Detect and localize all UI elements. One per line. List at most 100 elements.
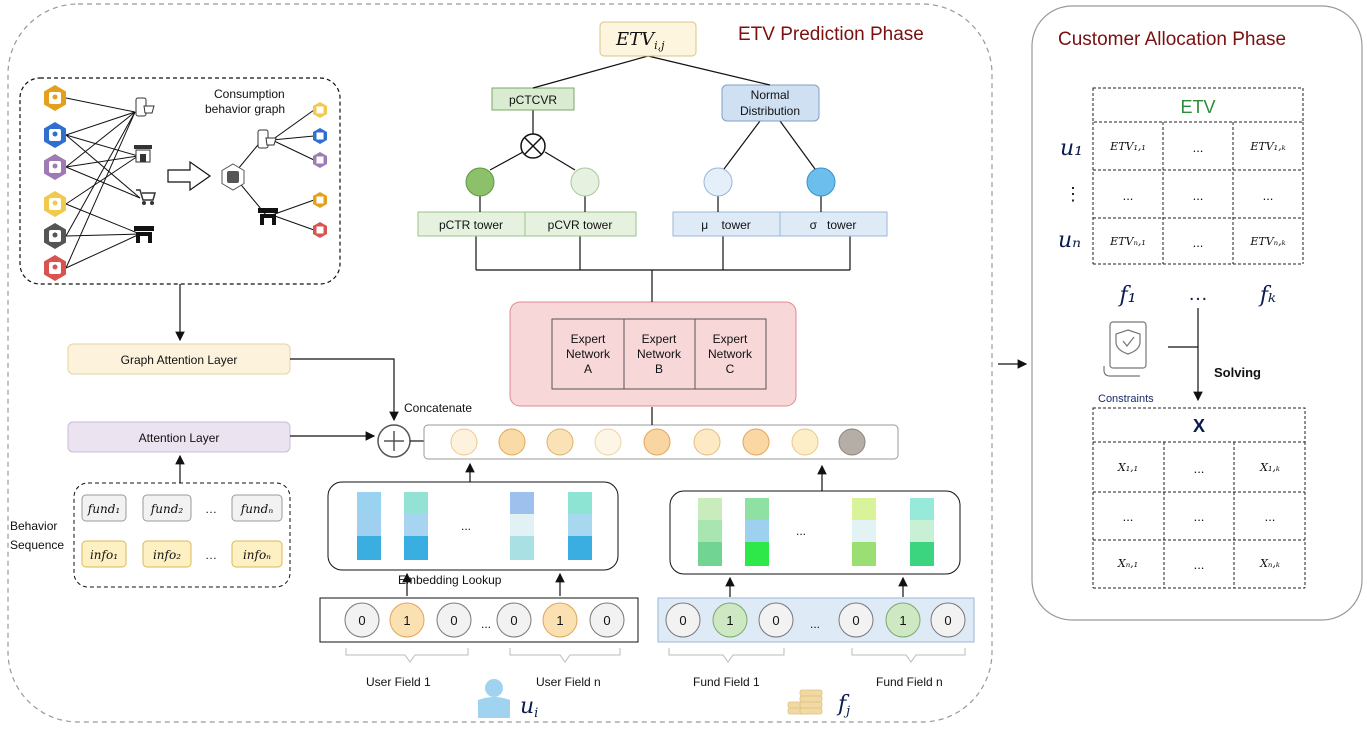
etv-row-label: u₁ [1060,136,1083,161]
etv-cell: ... [1193,140,1204,155]
fund-field-value: 1 [726,613,733,628]
mobile-cart-icon [135,97,155,117]
pcvr-tower-label: pCVR tower [548,218,613,232]
sigma-tower [779,211,888,237]
behavior-sequence-box [73,482,291,588]
etv-col-label: f₁ [1118,283,1137,308]
sigma-tower-label: σ tower [810,218,857,232]
info-item: info₁ [90,548,118,562]
graph-user-nodes [44,85,66,281]
pctr-output-node [465,167,495,197]
x-cell: X₁,ₖ [1259,461,1280,474]
pctcvr-label: pCTCVR [509,93,557,107]
etv-cell: ... [1193,188,1204,203]
concat-node [693,428,721,456]
user-node-icon [44,223,66,249]
etv-matrix [1092,87,1304,265]
fund-item: fund₂ [150,502,184,516]
user-field-value: 0 [510,613,517,628]
fund-ellipsis: … [205,502,217,516]
attention-layer [67,421,291,453]
user-field-value: 1 [403,613,410,628]
graph-edges [65,97,315,269]
concat-node [594,428,622,456]
etv-cell: ETV₁,₁ [1109,140,1146,153]
graph-title-line1: Consumption [214,87,285,101]
x-cell: ... [1265,509,1276,524]
x-matrix [1092,407,1306,589]
x-cell: Xₙ,ₖ [1259,557,1280,570]
fund-field-nodes: 0 1 0 0 1 0 [665,602,966,638]
concatenate-icon [377,424,411,458]
etv-row-label: ⋮ [1064,184,1082,204]
store-icon [134,145,152,163]
behavior-fund-row: fund₁ fund₂ … fundₙ [81,494,283,522]
etv-col-label: … [1188,283,1208,305]
concat-node [498,428,526,456]
expert-network-a [551,318,625,390]
expert-network-c [694,318,767,390]
x-cell: ... [1194,557,1205,572]
x-cell: Xₙ,₁ [1117,557,1138,570]
user-node-icon [313,222,327,238]
expert-c-line2: Network [708,347,753,361]
user-field-n-label: User Field n [536,675,601,689]
behavior-label-line1: Behavior [10,519,57,533]
attention-layer-label: Attention Layer [139,431,220,445]
concat-node [742,428,770,456]
etv-cell: ETVₙ,₁ [1109,235,1146,248]
x-matrix-header: X [1193,416,1205,436]
concat-node [546,428,574,456]
consumption-graph-box [19,77,341,285]
user-node-icon [313,192,327,208]
pcvr-output-node [570,167,600,197]
concat-node [791,428,819,456]
x-cell: ... [1123,509,1134,524]
user-node-icon [44,122,66,148]
arrow-right-icon [167,160,212,192]
user-embedding-columns [357,492,592,560]
center-user-node-icon [221,163,245,191]
multiply-icon [520,133,546,159]
etv-cell: ETVₙ,ₖ [1249,235,1285,248]
etv-col-label: fₖ [1258,283,1276,308]
fund-item: fundₙ [240,502,274,516]
fund-field-value: 0 [679,613,686,628]
etv-matrix-header: ETV [1180,97,1215,117]
etv-cell: ... [1263,188,1274,203]
user-node-icon [313,128,327,144]
expert-b-line2: Network [637,347,682,361]
x-cell: X₁,₁ [1117,461,1138,474]
fund-field-value: 0 [944,613,951,628]
user-field-ellipsis: ... [481,617,491,631]
user-node-icon [44,255,66,281]
customer-allocation-phase-frame [1031,5,1363,621]
expert-a-line2: Network [566,347,611,361]
mu-output-node [703,167,733,197]
fund-field-ellipsis: ... [810,617,820,631]
expert-b-line3: B [655,362,663,376]
mu-tower-label: μ tower [701,218,751,232]
shop-icon [134,226,154,243]
fund-field-n-label: Fund Field n [876,675,943,689]
user-field-value: 0 [450,613,457,628]
normal-distribution-box [721,84,820,122]
etv-prediction-phase-frame [7,3,993,723]
fund-field-value: 1 [899,613,906,628]
normal-line1: Normal [751,88,790,102]
user-field-nodes: 0 1 0 0 1 0 [344,602,625,638]
fund-field-value: 0 [852,613,859,628]
fund-field-value: 0 [772,613,779,628]
etv-prediction-phase-title: ETV Prediction Phase [738,24,924,45]
fund-embedding-columns [698,498,934,566]
pctr-tower-label: pCTR tower [439,218,503,232]
solving-label: Solving [1214,365,1261,380]
info-item: info₂ [153,548,181,562]
concat-node [643,428,671,456]
behavior-label-line2: Sequence [10,538,64,552]
etv-matrix-cells: ETV₁,₁ ... ETV₁,ₖ ... ... ... ETVₙ,₁ ...… [1109,140,1285,250]
concat-node [838,428,866,456]
constraints-document-icon [1103,321,1147,377]
expert-a-line3: A [584,362,592,376]
